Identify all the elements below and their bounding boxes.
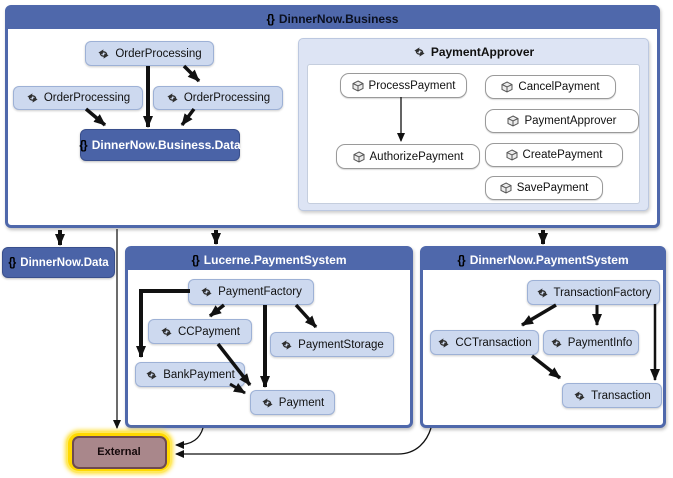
group-title: DinnerNow.Business [278, 11, 399, 26]
group-paymentapprover-header[interactable]: PaymentApprover [299, 39, 648, 64]
class-icon [280, 339, 293, 351]
edge-lucerne-external [175, 427, 204, 449]
node-paymentinfo[interactable]: PaymentInfo [543, 330, 639, 355]
node-external[interactable]: External [71, 435, 167, 469]
class-icon [437, 337, 450, 349]
node-cancelpayment[interactable]: CancelPayment [485, 75, 616, 99]
node-label: CancelPayment [518, 81, 600, 93]
group-title: PaymentApprover [430, 44, 535, 59]
group-title: DinnerNow.PaymentSystem [469, 252, 629, 267]
node-processpayment[interactable]: ProcessPayment [340, 73, 467, 98]
node-label: CCTransaction [455, 336, 532, 349]
cube-icon [352, 79, 364, 92]
node-createpayment[interactable]: CreatePayment [485, 143, 623, 167]
edge-dnps-external [175, 427, 432, 458]
node-label: Transaction [591, 389, 651, 402]
node-external-highlight[interactable]: External [66, 431, 172, 473]
cube-icon [506, 149, 518, 161]
node-label: External [97, 446, 141, 458]
node-transaction[interactable]: Transaction [562, 383, 662, 408]
node-label: PaymentInfo [567, 336, 633, 349]
node-label: DinnerNow.Data [20, 256, 109, 269]
class-icon [550, 337, 563, 349]
node-paymentfactory[interactable]: PaymentFactory [188, 279, 314, 305]
class-icon [145, 369, 158, 381]
node-label: SavePayment [516, 182, 589, 194]
node-label: AuthorizePayment [369, 150, 464, 163]
node-paymentapprover[interactable]: PaymentApprover [485, 109, 639, 133]
node-label: PaymentStorage [298, 338, 384, 351]
class-icon [413, 46, 426, 58]
node-payment[interactable]: Payment [250, 390, 335, 415]
namespace-icon: {} [266, 11, 275, 26]
class-icon [536, 287, 549, 299]
node-bankpayment[interactable]: BankPayment [135, 362, 245, 387]
node-label: CreatePayment [522, 149, 603, 161]
node-label: OrderProcessing [43, 92, 131, 104]
namespace-icon: {} [8, 256, 16, 269]
node-label: PaymentApprover [524, 115, 617, 127]
node-dinnernow-business-data[interactable]: {} DinnerNow.Business.Data [79, 129, 241, 161]
namespace-icon: {} [191, 252, 199, 267]
node-dinnernow-data[interactable]: {} DinnerNow.Data [2, 247, 115, 278]
class-icon [166, 92, 179, 104]
node-authorizepayment[interactable]: AuthorizePayment [336, 144, 480, 169]
cube-icon [353, 150, 365, 163]
group-dinnernow-business-header[interactable]: {} DinnerNow.Business [8, 8, 657, 29]
node-orderprocessing-left[interactable]: OrderProcessing [13, 86, 143, 110]
class-icon [26, 92, 39, 104]
node-label: BankPayment [163, 368, 235, 381]
node-paymentstorage[interactable]: PaymentStorage [270, 332, 394, 357]
class-icon [200, 286, 213, 298]
node-orderprocessing-right[interactable]: OrderProcessing [153, 86, 283, 110]
node-savepayment[interactable]: SavePayment [485, 176, 603, 200]
node-label: OrderProcessing [115, 47, 202, 60]
node-label: OrderProcessing [183, 92, 271, 104]
namespace-icon: {} [79, 138, 87, 152]
group-title: Lucerne.PaymentSystem [203, 252, 347, 267]
node-label: DinnerNow.Business.Data [91, 138, 241, 152]
node-label: ProcessPayment [368, 79, 456, 92]
node-transactionfactory[interactable]: TransactionFactory [527, 280, 660, 305]
class-icon [97, 48, 110, 60]
class-icon [160, 326, 173, 338]
node-label: TransactionFactory [553, 286, 652, 299]
node-orderprocessing-top[interactable]: OrderProcessing [85, 41, 214, 66]
node-label: Payment [278, 396, 325, 409]
node-label: CCPayment [178, 325, 240, 338]
class-icon [261, 397, 274, 409]
node-label: PaymentFactory [218, 286, 302, 298]
node-cctransaction[interactable]: CCTransaction [430, 330, 539, 355]
node-ccpayment[interactable]: CCPayment [148, 319, 252, 344]
namespace-icon: {} [457, 252, 465, 267]
group-lucerne-header[interactable]: {} Lucerne.PaymentSystem [128, 249, 410, 270]
class-icon [573, 390, 586, 402]
cube-icon [500, 182, 512, 194]
group-dnps-header[interactable]: {} DinnerNow.PaymentSystem [423, 249, 663, 270]
cube-icon [507, 115, 519, 127]
cube-icon [501, 81, 513, 93]
